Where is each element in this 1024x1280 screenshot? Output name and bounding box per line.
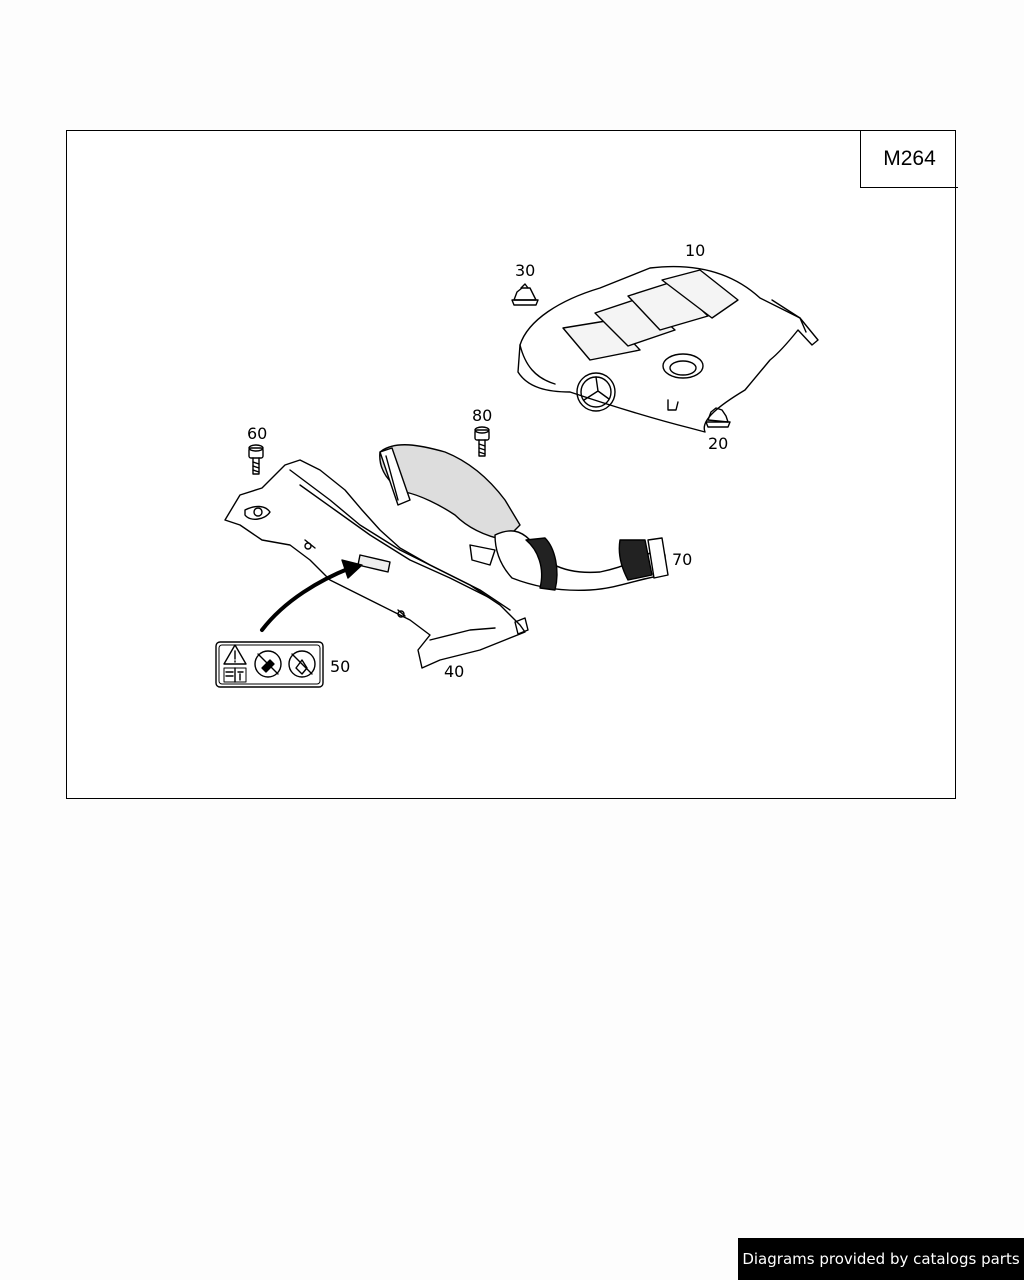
diagram-frame: [66, 130, 956, 799]
rubber-grommet-icon: [511, 283, 539, 306]
attribution-footer: Diagrams provided by catalogs parts: [738, 1238, 1024, 1280]
callout-10: 10: [685, 241, 706, 260]
callout-40: 40: [444, 662, 465, 681]
callout-30: 30: [515, 261, 536, 280]
intake-hose-icon: [379, 444, 669, 592]
callout-80: 80: [472, 406, 493, 425]
bolt-icon: [474, 426, 490, 457]
warning-label-icon: [215, 641, 324, 688]
air-duct-bracket-icon: [224, 459, 529, 669]
callout-20: 20: [708, 434, 729, 453]
model-code-label: M264: [860, 130, 958, 188]
callout-50: 50: [330, 657, 351, 676]
callout-60: 60: [247, 424, 268, 443]
bolt-icon: [248, 444, 264, 475]
rubber-grommet-icon: [705, 407, 731, 428]
callout-70: 70: [672, 550, 693, 569]
engine-cover-icon: [517, 265, 819, 433]
